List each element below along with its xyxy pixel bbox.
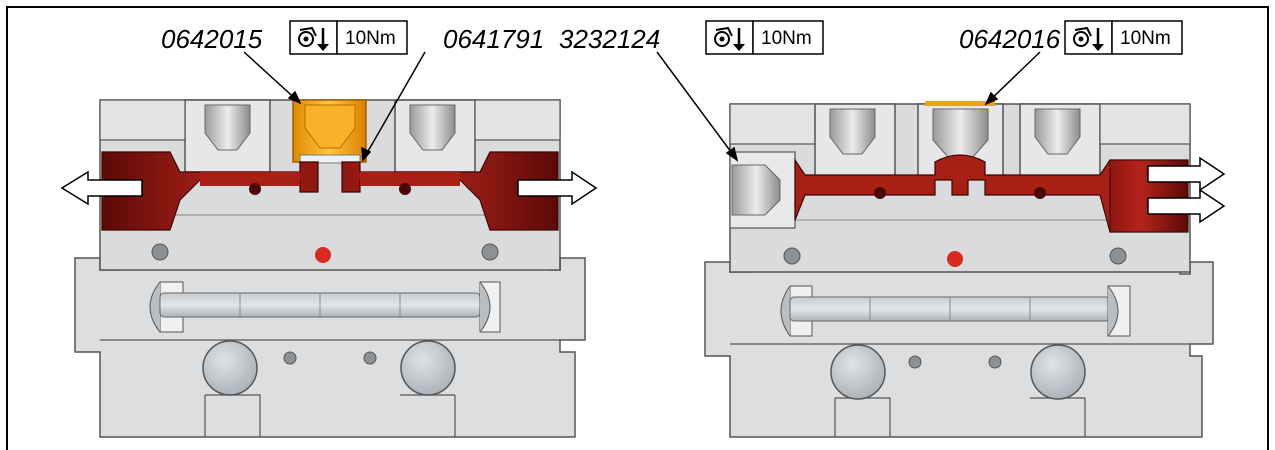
right-port-hole-red bbox=[947, 251, 963, 267]
figure-frame bbox=[6, 6, 1269, 450]
left-channel bbox=[101, 151, 559, 231]
torque-wrench-icon bbox=[714, 26, 745, 51]
left-port-hole-1 bbox=[151, 243, 169, 261]
right-flow-arrow-out-1 bbox=[1147, 156, 1226, 192]
right-plug-disc-1 bbox=[830, 344, 886, 400]
left-port-hole-2 bbox=[481, 243, 499, 261]
left-plug-disc-1 bbox=[202, 340, 258, 396]
right-side-plug bbox=[729, 151, 796, 229]
right-screw-pocket-2 bbox=[1019, 103, 1101, 177]
right-screw-pocket-1 bbox=[814, 103, 896, 177]
torque-wrench-icon bbox=[1073, 26, 1104, 51]
right-flow-arrow-out-2 bbox=[1147, 188, 1226, 224]
right-plug-disc-2 bbox=[1030, 344, 1086, 400]
left-flow-arrow-out-left bbox=[60, 170, 143, 206]
torque-value-right: 10Nm bbox=[1120, 28, 1171, 49]
left-plug-disc-2 bbox=[400, 340, 456, 396]
left-spool-rod bbox=[149, 281, 501, 333]
torque-box-middle: 10Nm bbox=[705, 20, 824, 55]
right-port-hole-1 bbox=[783, 247, 801, 265]
right-lower-body bbox=[704, 261, 1214, 438]
leader-lines bbox=[243, 51, 1041, 162]
torque-value-left: 10Nm bbox=[345, 28, 396, 49]
left-assembly bbox=[60, 99, 598, 438]
part-label-3232124: 3232124 bbox=[559, 24, 660, 54]
torque-box-right: 10Nm bbox=[1064, 20, 1183, 55]
left-flow-arrow-out-right bbox=[517, 170, 598, 206]
torque-value-middle: 10Nm bbox=[761, 28, 812, 49]
right-port-hole-2 bbox=[1109, 247, 1127, 265]
left-port-hole-red bbox=[315, 247, 331, 263]
torque-wrench-icon bbox=[298, 26, 329, 51]
torque-box-left: 10Nm bbox=[289, 20, 408, 55]
left-lower-body bbox=[74, 257, 586, 438]
left-screw-pocket-2 bbox=[394, 99, 476, 173]
part-label-0641791: 0641791 bbox=[443, 24, 544, 54]
right-screw-pocket-center bbox=[917, 101, 1004, 177]
right-spool-rod bbox=[780, 285, 1131, 337]
part-label-0642015: 0642015 bbox=[161, 24, 263, 54]
right-assembly bbox=[704, 101, 1226, 438]
part-label-0642016: 0642016 bbox=[959, 24, 1061, 54]
left-screw-pocket-1 bbox=[184, 99, 271, 173]
left-gold-plug bbox=[292, 99, 367, 164]
